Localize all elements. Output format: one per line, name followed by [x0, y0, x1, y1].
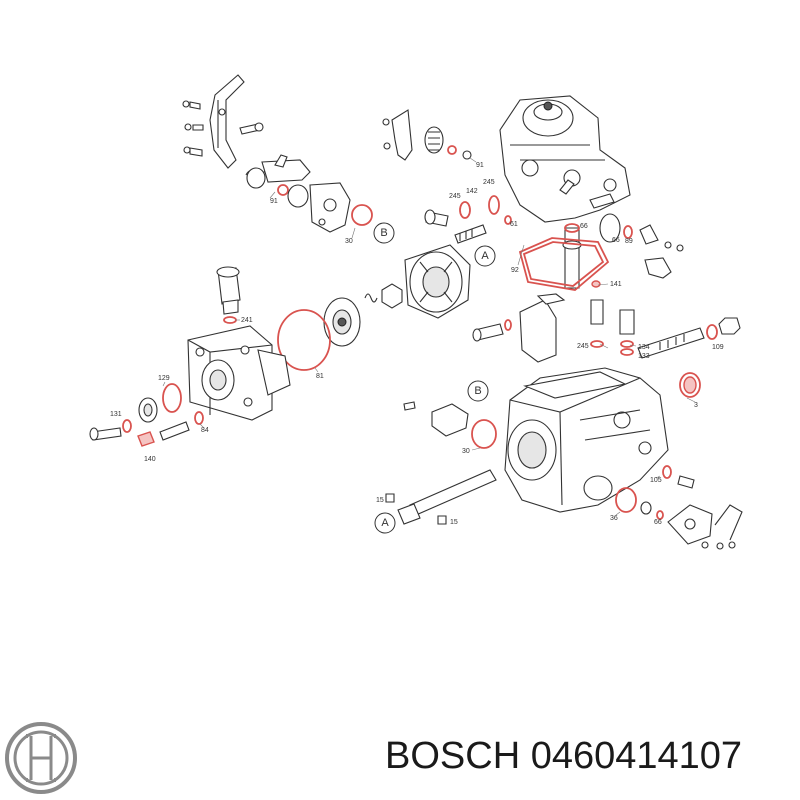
lever-assembly: 91 30 B [182, 74, 395, 245]
callout-b-mid: B [474, 385, 481, 397]
part-number-134: 134 [638, 344, 650, 351]
callout-b-top: B [380, 227, 387, 239]
part-number-141: 141 [610, 281, 622, 288]
drive-assembly: A 81 [277, 244, 496, 380]
part-number-241: 241 [241, 317, 253, 324]
part-number-109: 109 [712, 344, 724, 351]
part-number-84: 84 [201, 427, 209, 434]
part-number-30-b: 30 [462, 448, 470, 455]
pump-housing-assembly: B 3 30 105 15 15 36 66 A [374, 367, 743, 550]
bosch-armature-logo-icon [5, 722, 77, 794]
part-caption: BOSCH 0460414107 [385, 735, 743, 777]
part-number-66-c: 66 [654, 519, 662, 526]
brand-name: BOSCH [385, 735, 521, 777]
part-number-245-c: 245 [577, 343, 589, 350]
part-number-131: 131 [110, 411, 122, 418]
callout-a-bottom: A [381, 517, 389, 529]
part-number-30: 30 [345, 238, 353, 245]
callout-a-top: A [481, 250, 489, 262]
part-number-61: 61 [510, 221, 518, 228]
part-number-140: 140 [144, 456, 156, 463]
part-number-81: 81 [316, 373, 324, 380]
governor-cover-assembly: 91 66 245 142 245 61 66 89 92 141 245 13… [382, 95, 741, 363]
part-number-105: 105 [650, 477, 662, 484]
part-number-15-b: 15 [450, 519, 458, 526]
part-number-15: 15 [376, 497, 384, 504]
part-number-245-b: 245 [483, 179, 495, 186]
part-number-245: 245 [449, 193, 461, 200]
part-number-36: 36 [610, 515, 618, 522]
part-number-66: 66 [580, 223, 588, 230]
part-number-3: 3 [694, 402, 698, 409]
distributor-head-assembly: 241 129 131 84 140 [89, 266, 291, 463]
part-number-129: 129 [158, 375, 170, 382]
part-number-66-b: 66 [612, 237, 620, 244]
part-number-91: 91 [270, 198, 278, 205]
part-number-92: 92 [511, 267, 519, 274]
part-number-133: 133 [638, 353, 650, 360]
part-number-142: 142 [466, 188, 478, 195]
part-number-91-b: 91 [476, 162, 484, 169]
part-number-89: 89 [625, 238, 633, 245]
part-number: 0460414107 [530, 735, 743, 777]
